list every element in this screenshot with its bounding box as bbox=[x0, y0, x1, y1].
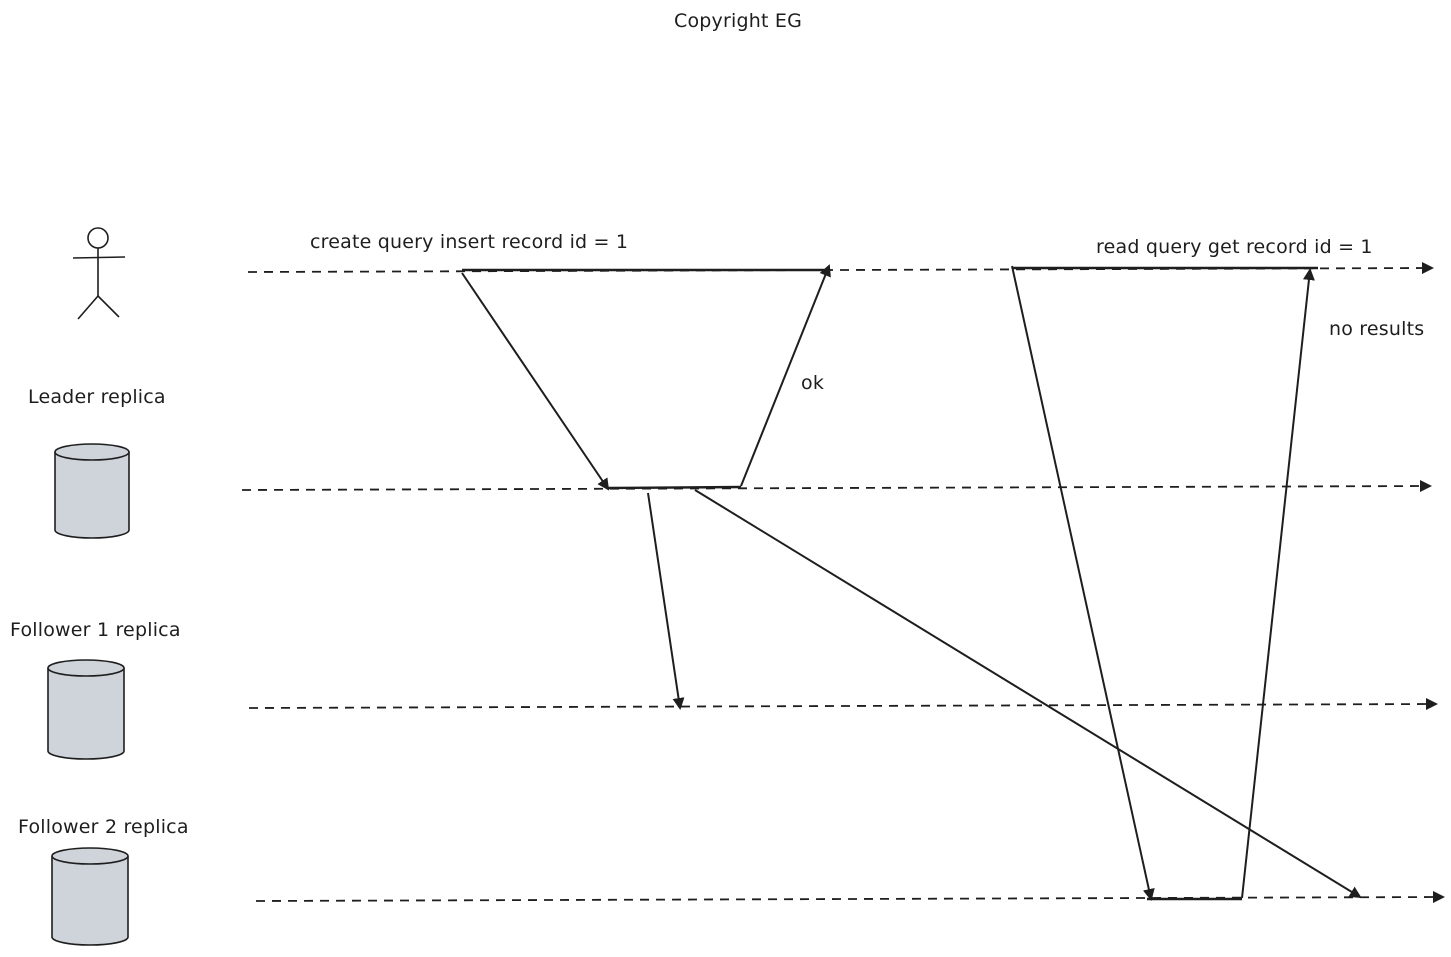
create-query-arrow bbox=[461, 272, 610, 491]
replicate-to-follower-2-arrow bbox=[694, 489, 1362, 899]
ok-response-arrow bbox=[740, 264, 831, 487]
follower-1-database-icon bbox=[47, 659, 125, 760]
read-query-arrow bbox=[1011, 265, 1155, 901]
follower-2-replica-label: Follower 2 replica bbox=[18, 816, 189, 838]
follower-2-timeline bbox=[255, 891, 1445, 904]
read-query-label: read query get record id = 1 bbox=[1096, 236, 1373, 258]
user-stick-figure-icon bbox=[72, 227, 126, 320]
copyright-label: Copyright EG bbox=[674, 10, 803, 32]
replicate-to-follower-1-arrow bbox=[647, 492, 685, 710]
leader-timeline bbox=[241, 480, 1432, 493]
no-results-response-arrow bbox=[1241, 268, 1315, 899]
leader-write-activation bbox=[607, 485, 742, 490]
follower-1-replica-label: Follower 1 replica bbox=[10, 619, 181, 641]
follower-1-timeline bbox=[248, 698, 1438, 711]
no-results-label: no results bbox=[1329, 318, 1425, 340]
create-query-label: create query insert record id = 1 bbox=[310, 231, 629, 253]
ok-label: ok bbox=[801, 372, 825, 394]
leader-database-icon bbox=[54, 443, 130, 539]
user-timeline bbox=[247, 262, 1434, 275]
leader-replica-label: Leader replica bbox=[28, 386, 166, 408]
follower-2-database-icon bbox=[51, 847, 129, 946]
